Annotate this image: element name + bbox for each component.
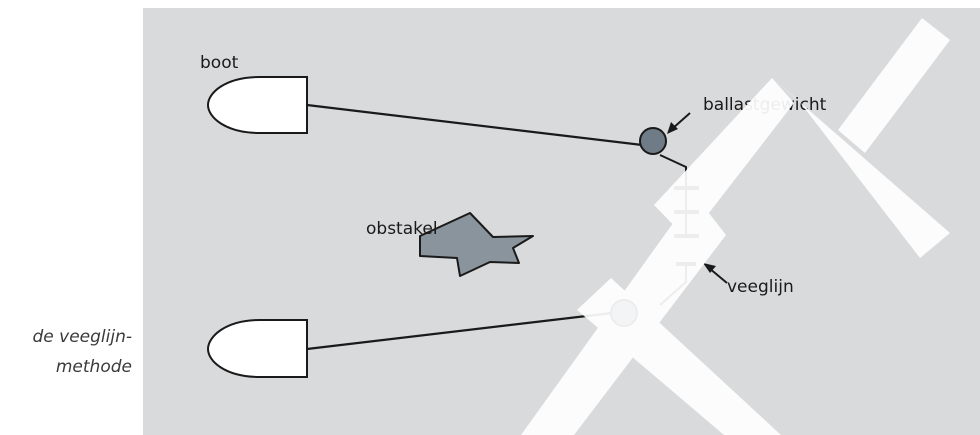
bottom-tow-line <box>306 311 613 351</box>
obstacle-icon <box>419 212 534 277</box>
obstacle-label: obstakel <box>366 219 438 239</box>
top-tow-line <box>306 103 643 147</box>
watermark-en <box>521 18 950 435</box>
watermark-e-stroke <box>577 278 781 435</box>
boat-label: boot <box>200 53 239 73</box>
top-ballast-weight <box>639 127 667 155</box>
watermark-n-stroke <box>654 78 794 240</box>
ballast-arrow-head-icon <box>667 122 678 134</box>
sweep-line-arrow-head-icon <box>703 263 716 273</box>
figure-caption: de veeglijn- methode <box>0 322 132 382</box>
sweep-line-label: veeglijn <box>727 277 794 297</box>
bottom-boat-icon <box>206 319 308 378</box>
watermark-n-stroke <box>772 78 950 258</box>
top-boat-icon <box>206 76 308 134</box>
caption-line-2: methode <box>55 357 132 377</box>
caption-line-1: de veeglijn- <box>32 327 132 347</box>
watermark-n-stroke <box>838 18 950 153</box>
